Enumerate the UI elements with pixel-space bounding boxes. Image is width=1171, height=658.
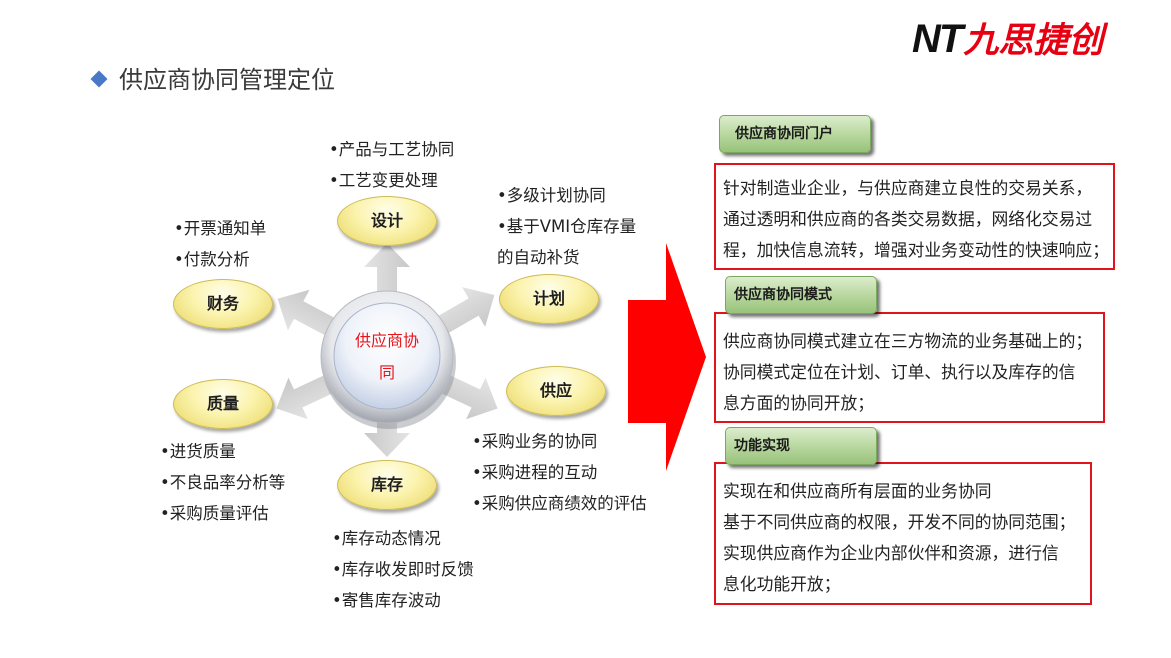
bullet-list-plan: 多级计划协同 基于VMI仓库存量 的自动补货 bbox=[497, 180, 636, 273]
panel-tab-mode: 供应商协同模式 bbox=[725, 276, 877, 314]
spoke-arrow-lower-right bbox=[437, 373, 498, 420]
bullet-line: 采购进程的互动 bbox=[472, 457, 647, 488]
panel-text-line: 程，加快信息流转，增强对业务变动性的快速响应； bbox=[723, 240, 1109, 260]
spoke-arrow-upper-left bbox=[277, 289, 339, 338]
spoke-arrow-down bbox=[364, 417, 410, 457]
bullet-line-continuation: 的自动补货 bbox=[497, 248, 580, 267]
bullet-list-supply: 采购业务的协同 采购进程的互动 采购供应商绩效的评估 bbox=[472, 426, 647, 519]
bullet-list-finance: 开票通知单 付款分析 bbox=[174, 213, 267, 275]
brand-logo: NT九思捷创 bbox=[912, 14, 1103, 64]
panel-tab-portal: 供应商协同门户 bbox=[719, 115, 871, 153]
bullet-line: 多级计划协同 bbox=[497, 180, 636, 211]
bullet-line: 进货质量 bbox=[160, 436, 285, 467]
panel-box-mode: 供应商协同模式建立在三方物流的业务基础上的； 协同模式定位在计划、订单、执行以及… bbox=[714, 312, 1105, 423]
spoke-arrow-lower-left bbox=[276, 373, 337, 420]
panel-box-portal: 针对制造业企业，与供应商建立良性的交易关系， 通过透明和供应商的各类交易数据，网… bbox=[714, 163, 1115, 270]
node-finance: 财务 bbox=[173, 279, 273, 329]
bullet-line: 寄售库存波动 bbox=[332, 585, 474, 616]
panel-text-line: 通过透明和供应商的各类交易数据，网络化交易过 bbox=[723, 209, 1093, 229]
bullet-line: 库存收发即时反馈 bbox=[332, 554, 474, 585]
panel-text-line: 息化功能开放； bbox=[723, 574, 841, 594]
bullet-list-inventory: 库存动态情况 库存收发即时反馈 寄售库存波动 bbox=[332, 523, 474, 616]
hub-inner-disc bbox=[333, 302, 441, 410]
node-plan: 计划 bbox=[499, 274, 599, 324]
node-inventory: 库存 bbox=[337, 460, 437, 510]
node-quality: 质量 bbox=[173, 379, 273, 429]
bullet-line: 开票通知单 bbox=[174, 213, 267, 244]
panel-text-line: 息方面的协同开放； bbox=[723, 393, 875, 413]
panel-text-line: 基于不同供应商的权限，开发不同的协同范围； bbox=[723, 512, 1076, 532]
bullet-line: 付款分析 bbox=[174, 244, 266, 275]
bullet-line: 库存动态情况 bbox=[332, 523, 474, 554]
logo-name-text: 九思捷创 bbox=[963, 21, 1104, 61]
panel-text-line: 实现供应商作为企业内部伙伴和资源，进行信 bbox=[723, 543, 1059, 563]
bullet-line: 基于VMI仓库存量 bbox=[497, 211, 636, 242]
panel-text-line: 针对制造业企业，与供应商建立良性的交易关系， bbox=[723, 178, 1093, 198]
panel-tab-functions: 功能实现 bbox=[725, 427, 877, 465]
panel-text-line: 供应商协同模式建立在三方物流的业务基础上的； bbox=[723, 331, 1093, 351]
bullet-line: 采购供应商绩效的评估 bbox=[472, 488, 647, 519]
bullet-line: 采购质量评估 bbox=[160, 498, 285, 529]
bullet-list-quality: 进货质量 不良品率分析等 采购质量评估 bbox=[160, 436, 286, 529]
panel-text-line: 实现在和供应商所有层面的业务协同 bbox=[723, 481, 992, 501]
bullet-line: 不良品率分析等 bbox=[160, 467, 286, 498]
hub-label: 供应商协同 bbox=[354, 331, 419, 382]
node-supply: 供应 bbox=[506, 366, 606, 416]
bullet-line: 产品与工艺协同 bbox=[329, 134, 455, 165]
logo-mark-text: NT bbox=[912, 17, 963, 61]
panel-text-line: 协同模式定位在计划、订单、执行以及库存的信 bbox=[723, 362, 1076, 382]
spoke-arrow-up bbox=[364, 243, 410, 297]
big-right-arrow bbox=[628, 243, 706, 471]
node-design: 设计 bbox=[337, 196, 437, 246]
bullet-line: 采购业务的协同 bbox=[472, 426, 647, 457]
spoke-arrow-upper-right bbox=[433, 287, 495, 336]
panel-box-functions: 实现在和供应商所有层面的业务协同 基于不同供应商的权限，开发不同的协同范围； 实… bbox=[714, 462, 1092, 605]
page-title: 供应商协同管理定位 bbox=[119, 66, 335, 94]
bullet-line: 工艺变更处理 bbox=[329, 165, 454, 196]
bullet-list-design: 产品与工艺协同 工艺变更处理 bbox=[329, 134, 455, 196]
